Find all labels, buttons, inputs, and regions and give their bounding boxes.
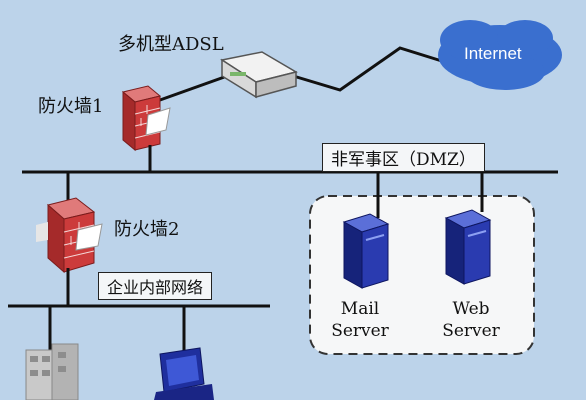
adsl-modem-icon [220,51,298,99]
web-server-label-line2: Server [442,321,500,341]
firewall1-icon [121,85,171,152]
mail-server-label-line2: Server [331,321,389,341]
computer-icon [154,347,214,400]
firewall2-icon [36,197,103,274]
web-server-icon [444,209,492,285]
web-server-label: Web Server [436,298,506,342]
firewall1-adsl-link [159,73,231,102]
internet-label: Internet [464,44,522,63]
adsl-label: 多机型ADSL [118,34,224,55]
firewall2-label: 防火墙2 [114,219,180,240]
internet-cloud-icon [438,20,562,90]
building-icon [25,343,79,400]
lan-label: 企业内部网络 [98,272,213,300]
internet-link [289,46,446,92]
mail-server-icon [342,213,390,289]
mail-server-label: Mail Server [330,298,390,342]
dmz-label: 非军事区（DMZ） [322,143,485,172]
mail-server-label-line1: Mail [340,299,380,319]
firewall1-label: 防火墙1 [38,96,104,117]
web-server-label-line1: Web [452,299,490,319]
